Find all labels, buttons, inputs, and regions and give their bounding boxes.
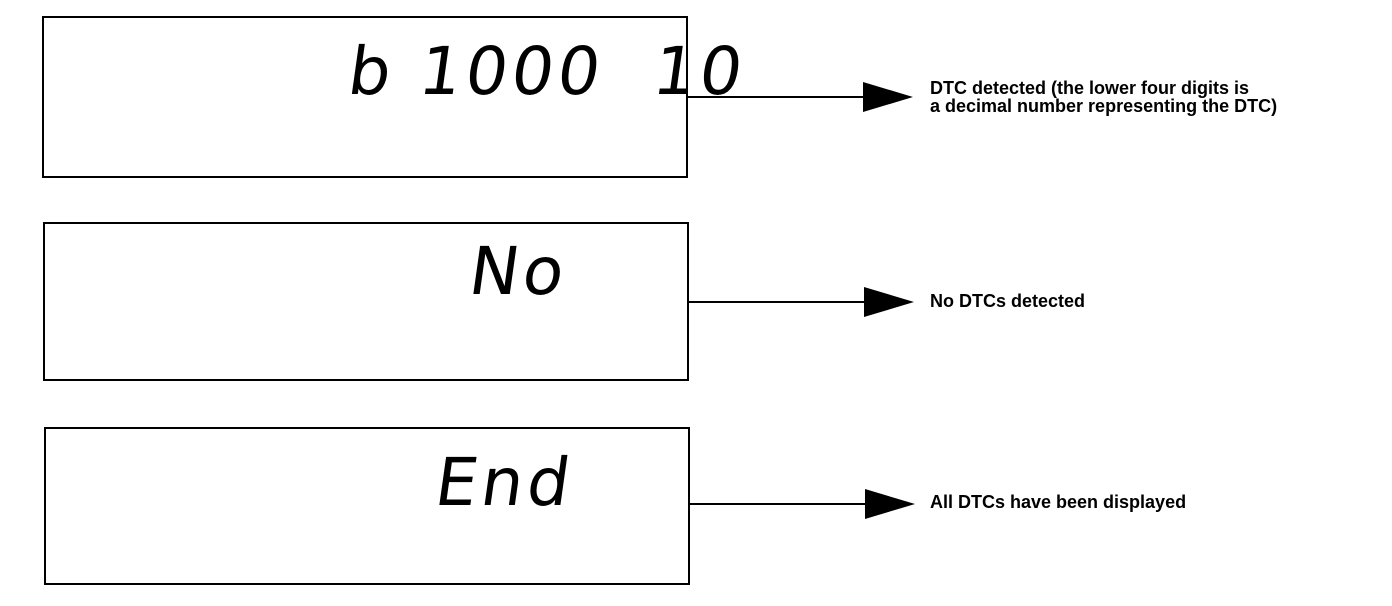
lcd-display-no: No (43, 222, 689, 381)
description-all-displayed: All DTCs have been displayed (930, 493, 1186, 511)
description-line: No DTCs detected (930, 291, 1086, 311)
arrow-icon (688, 82, 913, 112)
arrow-icon (690, 489, 915, 519)
lcd-display-end: End (44, 427, 690, 585)
description-line: All DTCs have been displayed (930, 492, 1187, 512)
description-no-dtcs: No DTCs detected (930, 292, 1085, 310)
lcd-display-dtc: b 1000 10 (42, 16, 751, 178)
lcd-readout-no: No (464, 233, 574, 310)
description-dtc-detected: DTC detected (the lower four digits is a… (930, 79, 1277, 115)
arrow-icon (689, 287, 914, 317)
description-line: DTC detected (the lower four digits is (930, 78, 1250, 98)
description-line: a decimal number representing the DTC) (930, 96, 1278, 116)
lcd-readout-end: End (430, 444, 579, 521)
